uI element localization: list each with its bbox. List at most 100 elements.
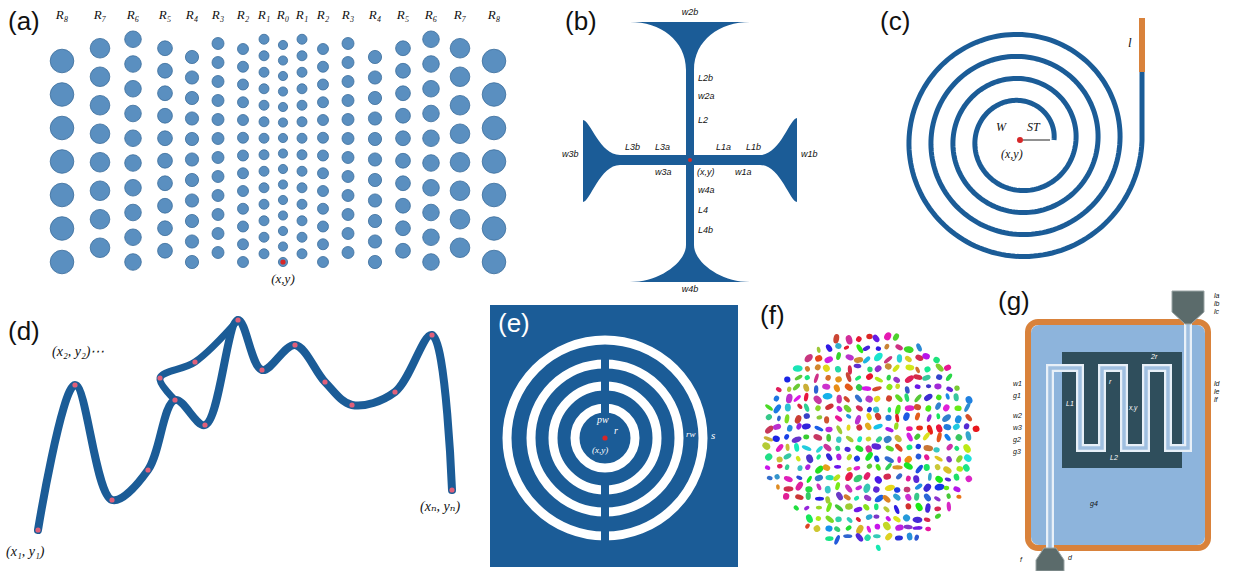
lattice-dot bbox=[238, 132, 249, 143]
lattice-dot bbox=[259, 100, 269, 110]
particle bbox=[866, 525, 872, 533]
particle bbox=[803, 352, 814, 363]
particle bbox=[853, 465, 861, 471]
particle bbox=[924, 464, 930, 471]
particle bbox=[922, 352, 931, 360]
lattice-dot bbox=[482, 116, 506, 140]
particle bbox=[777, 464, 783, 469]
dimension-label: (x₂, y₂)⋯ bbox=[52, 345, 105, 359]
ring-gap bbox=[601, 357, 609, 371]
dimension-label: R₁ bbox=[296, 8, 308, 21]
dimension-label: R₅ bbox=[397, 8, 409, 21]
particle bbox=[904, 374, 915, 384]
lattice-dot bbox=[450, 152, 470, 172]
dimension-label: L3b bbox=[625, 143, 640, 152]
lattice-dot bbox=[318, 239, 329, 250]
particle bbox=[866, 334, 872, 339]
particle bbox=[945, 386, 954, 393]
particle bbox=[915, 343, 923, 353]
lattice-dot bbox=[238, 150, 249, 161]
particle bbox=[825, 452, 834, 462]
lattice-dot bbox=[212, 152, 224, 164]
lattice-dot bbox=[318, 168, 329, 179]
particle bbox=[813, 373, 820, 384]
lattice-dot bbox=[158, 63, 173, 78]
particle bbox=[825, 475, 833, 480]
particle bbox=[892, 332, 900, 341]
particle bbox=[854, 375, 862, 382]
particle bbox=[853, 506, 863, 513]
control-point bbox=[145, 467, 150, 472]
particle bbox=[885, 383, 894, 392]
dimension-label: L2b bbox=[698, 74, 713, 83]
particle bbox=[913, 393, 922, 403]
lattice-dot bbox=[158, 176, 173, 191]
lattice-dot bbox=[185, 153, 198, 166]
lattice-dot bbox=[297, 67, 307, 77]
lattice-dot bbox=[423, 229, 440, 246]
particle bbox=[846, 424, 850, 431]
particle bbox=[825, 525, 833, 532]
dimension-label: R₇ bbox=[454, 8, 466, 21]
dimension-label: w1 bbox=[1013, 380, 1022, 387]
particle bbox=[885, 426, 895, 433]
particle bbox=[897, 354, 903, 363]
particle bbox=[941, 413, 953, 424]
particle bbox=[801, 423, 811, 430]
particle bbox=[776, 415, 781, 421]
lattice-dot bbox=[50, 150, 74, 174]
dimension-label: (x,y) bbox=[592, 446, 608, 455]
particle bbox=[785, 444, 789, 452]
particle bbox=[784, 464, 790, 471]
particle bbox=[945, 443, 954, 452]
lattice-dot bbox=[185, 235, 198, 248]
lattice-dot bbox=[238, 79, 249, 90]
dimension-label: R₈ bbox=[56, 8, 68, 21]
particle bbox=[885, 445, 895, 453]
particle bbox=[935, 424, 943, 434]
lattice-dot bbox=[278, 195, 287, 204]
particle bbox=[902, 411, 911, 421]
lattice-dot bbox=[450, 181, 470, 201]
particle bbox=[873, 455, 880, 463]
particle bbox=[884, 455, 895, 464]
particle bbox=[884, 462, 893, 471]
dimension-label: R₂ bbox=[237, 8, 249, 21]
particle bbox=[905, 405, 915, 411]
particle bbox=[844, 446, 851, 452]
particle bbox=[934, 401, 942, 411]
particle bbox=[882, 434, 892, 444]
lattice-dot bbox=[297, 84, 307, 94]
lattice-dot bbox=[278, 226, 287, 235]
dimension-label: R₁ bbox=[258, 8, 270, 21]
ring bbox=[507, 340, 703, 536]
lattice-dot bbox=[342, 114, 354, 126]
particle bbox=[816, 347, 821, 354]
particle bbox=[843, 345, 850, 351]
dimension-label: (x,y) bbox=[697, 168, 715, 177]
particle bbox=[894, 443, 904, 453]
lattice-dot bbox=[297, 183, 307, 193]
particle bbox=[923, 445, 933, 452]
particle bbox=[893, 504, 901, 515]
particle bbox=[926, 414, 932, 423]
particle bbox=[884, 484, 895, 492]
particle bbox=[952, 485, 961, 493]
lattice-dot bbox=[259, 249, 269, 259]
particle bbox=[814, 425, 824, 432]
lattice-dot bbox=[396, 86, 411, 101]
dimension-label: r bbox=[1109, 378, 1111, 385]
lattice-dot bbox=[342, 228, 354, 240]
particle bbox=[764, 403, 774, 411]
lattice-dot bbox=[368, 235, 381, 248]
particle bbox=[902, 513, 912, 523]
particle bbox=[844, 483, 854, 494]
particle bbox=[866, 463, 873, 470]
origin-dot bbox=[602, 435, 607, 440]
particle bbox=[892, 492, 902, 502]
particle bbox=[794, 443, 800, 452]
particle bbox=[914, 412, 921, 421]
lattice-dot bbox=[50, 183, 74, 207]
particle bbox=[764, 464, 771, 470]
particle bbox=[794, 374, 803, 381]
